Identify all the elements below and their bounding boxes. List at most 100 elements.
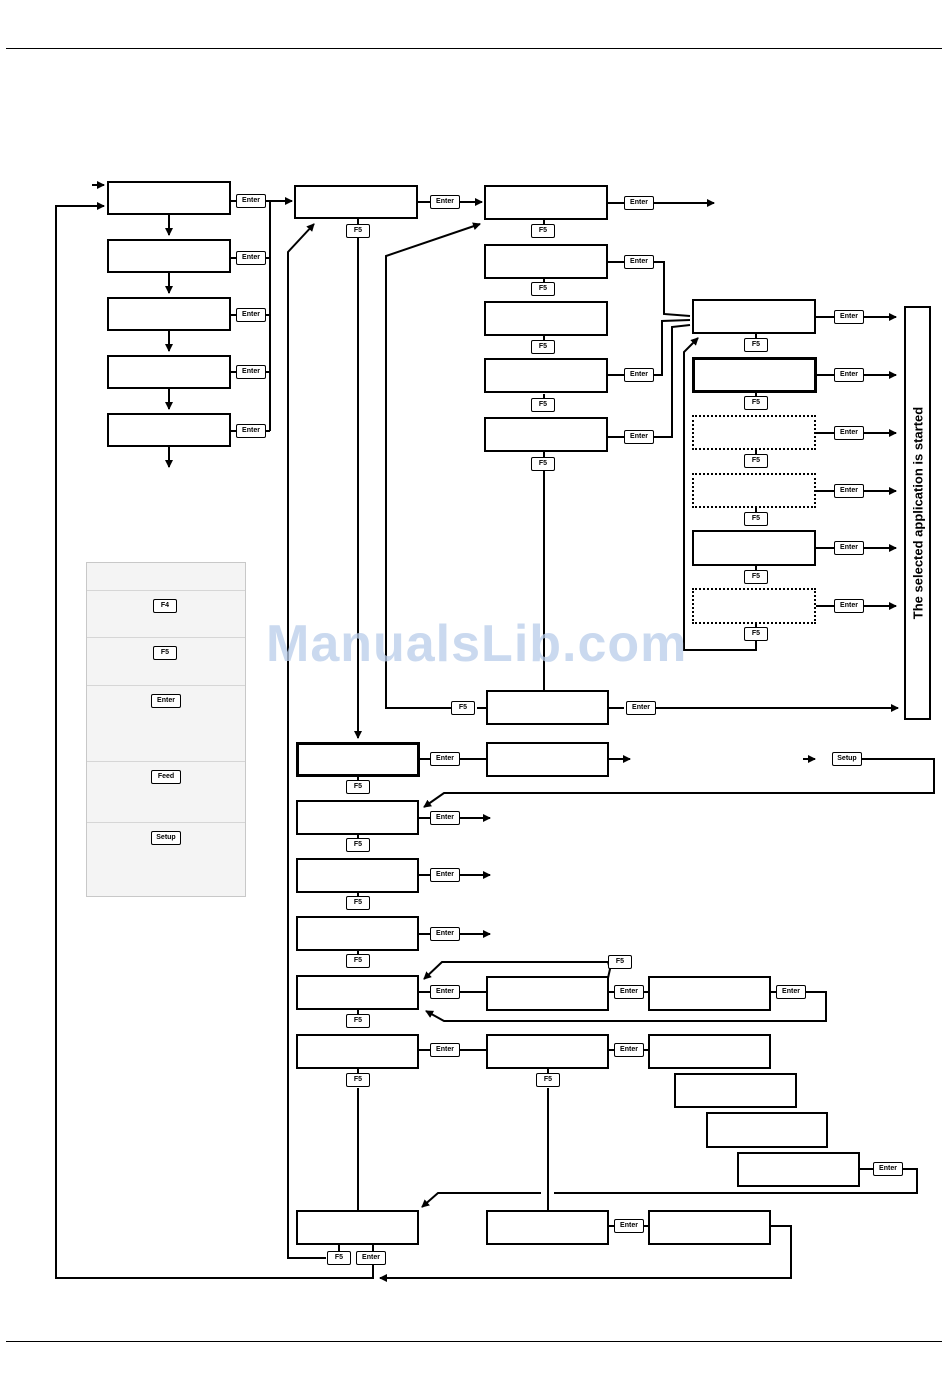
enter-key: Enter <box>356 1251 386 1265</box>
legend-row-enter: Enter <box>87 685 245 762</box>
f5-key: F5 <box>744 570 768 584</box>
f5-key: F5 <box>346 896 370 910</box>
enter-key: Enter <box>834 541 864 555</box>
menu-box-2-3 <box>296 800 419 835</box>
enter-key: Enter <box>430 195 460 209</box>
application-started-label: The selected application is started <box>904 306 931 720</box>
enter-key: Enter <box>430 868 460 882</box>
menu-box-1-5 <box>107 413 231 447</box>
f5-key: F5 <box>531 398 555 412</box>
bottom-rule <box>6 1341 942 1342</box>
enter-key: Enter <box>834 426 864 440</box>
menu-box-2-6 <box>296 975 419 1010</box>
legend-row-setup: Setup <box>87 822 245 897</box>
menu-box-3-8 <box>486 976 609 1011</box>
menu-box-1-4 <box>107 355 231 389</box>
enter-key: Enter <box>776 985 806 999</box>
f5-key: F5 <box>744 454 768 468</box>
menu-box-3-7 <box>486 742 609 777</box>
menu-box-4-12 <box>648 1210 771 1245</box>
menu-box-3-2 <box>484 244 608 279</box>
enter-key: Enter <box>624 368 654 382</box>
f5-key: F5 <box>744 396 768 410</box>
enter-key: Enter <box>834 599 864 613</box>
f5-key: F5 <box>346 1014 370 1028</box>
menu-box-4-10 <box>706 1112 828 1148</box>
top-rule <box>6 48 942 49</box>
menu-box-3-9 <box>486 1034 609 1069</box>
watermark: ManualsLib.com <box>266 615 688 673</box>
legend-row-f4: F4 <box>87 590 245 638</box>
menu-box-4-8 <box>648 1034 771 1069</box>
f5-key: F5 <box>346 954 370 968</box>
f5-key: F5 <box>531 224 555 238</box>
menu-box-3-5 <box>484 417 608 452</box>
menu-box-1-1 <box>107 181 231 215</box>
menu-box-2-4 <box>296 858 419 893</box>
enter-key: Enter <box>834 368 864 382</box>
menu-box-4-7 <box>648 976 771 1011</box>
menu-box-4-3 <box>692 415 816 450</box>
enter-key: Enter <box>624 255 654 269</box>
enter-key: Enter <box>430 1043 460 1057</box>
key-legend: F4 F5 Enter Feed Setup <box>86 562 246 897</box>
enter-key: Enter <box>236 194 266 208</box>
f5-key: F5 <box>744 627 768 641</box>
enter-key: Enter <box>614 1043 644 1057</box>
enter-key: Enter <box>614 985 644 999</box>
f5-key: F5 <box>346 224 370 238</box>
menu-box-2-5 <box>296 916 419 951</box>
menu-box-2-2 <box>296 742 420 777</box>
menu-box-2-7 <box>296 1034 419 1069</box>
enter-key: Enter <box>834 310 864 324</box>
enter-key: Enter <box>236 365 266 379</box>
menu-box-4-11 <box>737 1152 860 1187</box>
menu-box-2-8 <box>296 1210 419 1245</box>
f5-key: F5 <box>608 955 632 969</box>
legend-row-feed: Feed <box>87 761 245 823</box>
menu-box-4-6 <box>692 588 816 624</box>
f4-key: F4 <box>153 599 177 613</box>
enter-key: Enter <box>624 430 654 444</box>
enter-key: Enter <box>151 694 181 708</box>
menu-box-1-2 <box>107 239 231 273</box>
f5-key: F5 <box>451 701 475 715</box>
enter-key: Enter <box>626 701 656 715</box>
f5-key: F5 <box>536 1073 560 1087</box>
menu-box-3-6 <box>486 690 609 725</box>
menu-box-3-3 <box>484 301 608 336</box>
f5-key: F5 <box>744 512 768 526</box>
menu-box-1-3 <box>107 297 231 331</box>
f5-key: F5 <box>531 282 555 296</box>
enter-key: Enter <box>873 1162 903 1176</box>
f5-key: F5 <box>327 1251 351 1265</box>
menu-box-3-10 <box>486 1210 609 1245</box>
enter-key: Enter <box>236 251 266 265</box>
menu-box-3-4 <box>484 358 608 393</box>
enter-key: Enter <box>624 196 654 210</box>
f5-key: F5 <box>531 340 555 354</box>
enter-key: Enter <box>614 1219 644 1233</box>
f5-key: F5 <box>744 338 768 352</box>
menu-box-4-5 <box>692 530 816 566</box>
enter-key: Enter <box>430 752 460 766</box>
enter-key: Enter <box>430 985 460 999</box>
menu-box-4-9 <box>674 1073 797 1108</box>
f5-key: F5 <box>531 457 555 471</box>
feed-key: Feed <box>151 770 181 784</box>
f5-key: F5 <box>346 780 370 794</box>
menu-box-4-1 <box>692 299 816 334</box>
setup-key: Setup <box>832 752 862 766</box>
menu-box-2-1 <box>294 185 418 219</box>
menu-box-4-2 <box>692 357 817 393</box>
menu-box-4-4 <box>692 473 816 508</box>
application-started-text: The selected application is started <box>910 406 925 620</box>
legend-row-f5: F5 <box>87 637 245 685</box>
menu-box-3-1 <box>484 185 608 220</box>
enter-key: Enter <box>430 811 460 825</box>
f5-key: F5 <box>346 1073 370 1087</box>
f5-key: F5 <box>346 838 370 852</box>
setup-key: Setup <box>151 831 181 845</box>
enter-key: Enter <box>834 484 864 498</box>
